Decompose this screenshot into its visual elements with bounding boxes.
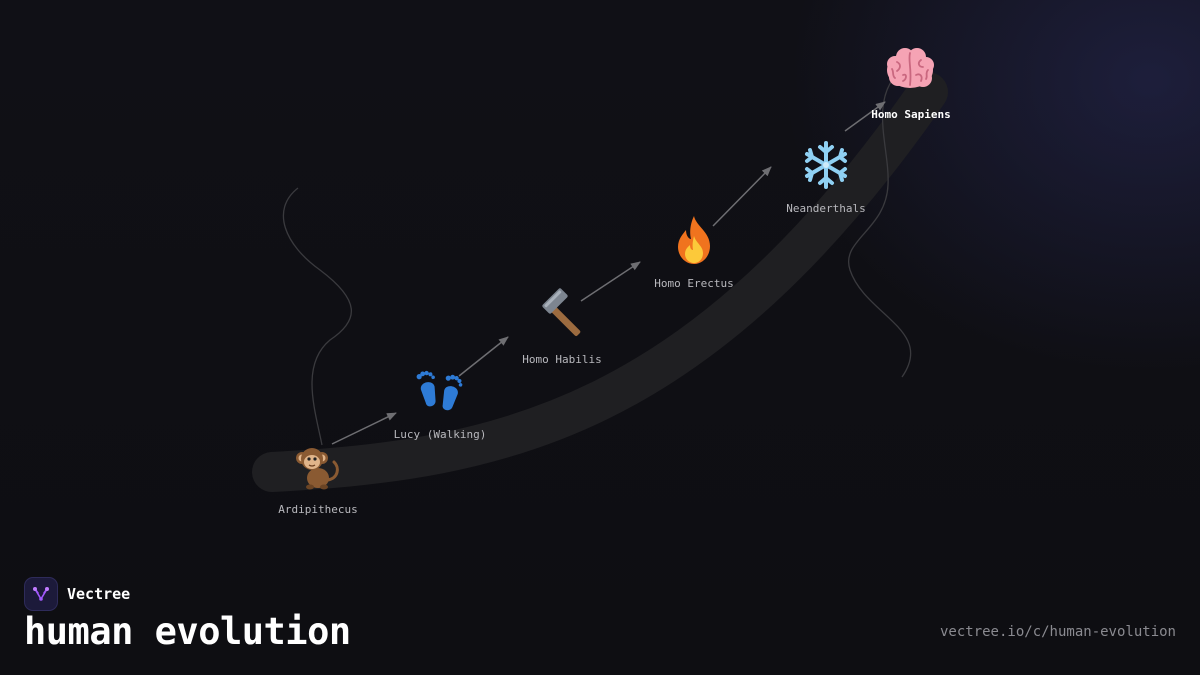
node-label-lucy: Lucy (Walking) [393,428,487,441]
node-label-homo-sapiens: Homo Sapiens [871,108,951,121]
node-homo-habilis [532,285,592,345]
brain-icon [887,48,934,88]
node-ardipithecus [286,436,346,496]
brand-name: Vectree [67,585,131,603]
node-homo-sapiens [880,40,940,100]
monkey-icon [296,448,339,490]
evolution-path-band [252,72,948,492]
page-url[interactable]: vectree.io/c/human-evolution [939,624,1176,640]
footprints-icon [416,370,463,411]
decorative-wavy-line-right [847,74,912,378]
fire-icon [678,216,710,264]
progression-arrows [331,101,886,445]
node-lucy [410,360,470,420]
arrow-4 [712,166,772,227]
node-label-ardipithecus: Ardipithecus [278,503,358,516]
brand: Vectree [24,577,130,611]
decorative-wavy-line-left [282,187,353,446]
page-title: human evolution [24,610,351,653]
hammer-icon [542,288,581,336]
node-homo-erectus [664,210,724,270]
node-label-homo-habilis: Homo Habilis [522,353,602,366]
arrow-2 [458,336,509,377]
snowflake-icon [805,141,847,189]
arrow-3 [580,261,641,302]
node-neanderthals [796,135,856,195]
vectree-logo-icon [24,577,58,611]
node-label-homo-erectus: Homo Erectus [654,277,734,290]
arrow-5 [844,101,886,132]
node-label-neanderthals: Neanderthals [786,202,866,215]
arrow-1 [331,412,397,445]
